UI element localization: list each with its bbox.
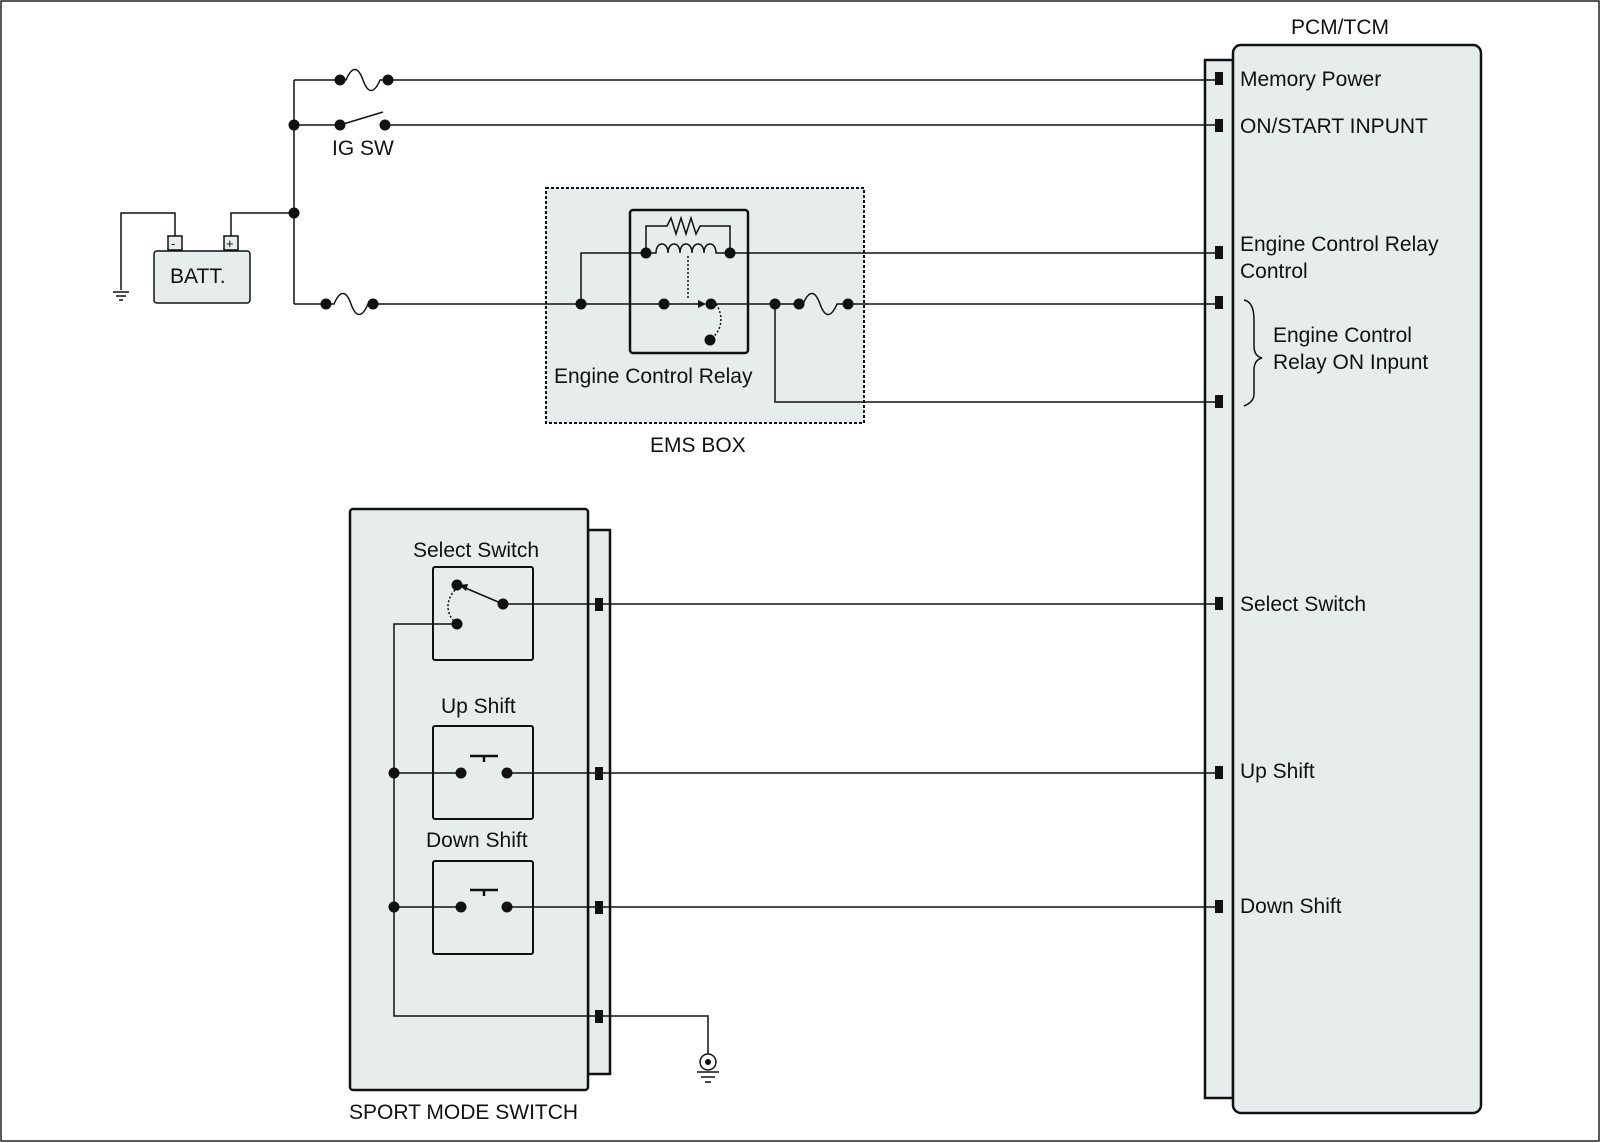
sport-mode-switch: SPORT MODE SWITCH Select Switch Up Shift… [348, 507, 1219, 1124]
junction-dot [388, 767, 400, 779]
select-switch-contact-icon [447, 579, 509, 630]
pcm-body [1231, 43, 1483, 1115]
relay-on-input-wire [774, 304, 1219, 403]
ig-switch-icon [334, 111, 391, 131]
pin-label-ecr-control-line1: Engine Control Relay [1240, 233, 1439, 256]
sport-mode-pin [595, 598, 603, 611]
pin-label-ecr-on-line1: Engine Control [1273, 324, 1412, 347]
up-shift-label: Up Shift [441, 695, 516, 718]
fuse-icon [320, 292, 379, 316]
pcm-connector-strip [1203, 58, 1235, 1100]
pin-label-down-shift: Down Shift [1240, 895, 1342, 918]
pin-label-ecr-control-line2: Control [1240, 260, 1308, 283]
pin-label-on-start: ON/START INPUNT [1240, 115, 1428, 138]
battery-ground-wire [120, 212, 176, 290]
engine-control-relay [628, 208, 750, 355]
sport-mode-title: SPORT MODE SWITCH [349, 1101, 578, 1124]
sport-mode-pin [595, 1010, 603, 1023]
battery-neg-sign: - [171, 236, 175, 251]
junction-dot [288, 207, 300, 219]
ig-switch-label: IG SW [332, 137, 394, 160]
pcm-tcm-module: PCM/TCM Memory Power ON/START INPUNT Eng… [1203, 16, 1483, 1115]
engine-control-relay-label: Engine Control Relay [554, 365, 753, 388]
battery-label: BATT. [170, 265, 226, 288]
battery-pos-sign: + [226, 236, 234, 251]
battery-bus: IG SW [288, 68, 1219, 316]
chassis-ground-icon [697, 1053, 719, 1083]
battery-positive-wire [230, 212, 294, 236]
down-shift-label: Down Shift [426, 829, 528, 852]
push-switch-icon [455, 754, 513, 779]
sport-mode-pin [595, 767, 603, 780]
select-switch-label: Select Switch [413, 539, 539, 562]
battery: - + BATT. [113, 212, 294, 304]
pin-group-brace [1243, 299, 1263, 407]
relay-contact-icon [658, 298, 722, 346]
pin-label-up-shift: Up Shift [1240, 760, 1315, 783]
sport-mode-connector-strip [586, 528, 612, 1076]
battery-body [153, 250, 251, 304]
pcm-title: PCM/TCM [1291, 16, 1389, 39]
pcm-pin [1215, 72, 1223, 85]
ground-icon [113, 291, 129, 301]
pin-label-memory-power: Memory Power [1240, 68, 1381, 91]
ems-box: EMS BOX Engine Control Relay [373, 187, 1219, 457]
fuse-icon [334, 68, 394, 92]
select-switch [432, 566, 534, 661]
ems-box-title: EMS BOX [650, 434, 746, 457]
pin-label-select-switch: Select Switch [1240, 593, 1366, 616]
sport-mode-pin [595, 901, 603, 914]
pcm-pin [1215, 296, 1223, 309]
pin-label-ecr-on-line2: Relay ON Inpunt [1273, 351, 1428, 374]
junction-dot [388, 901, 400, 913]
